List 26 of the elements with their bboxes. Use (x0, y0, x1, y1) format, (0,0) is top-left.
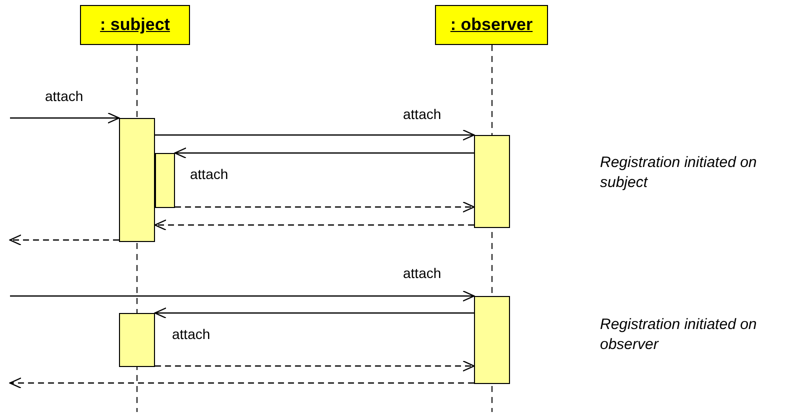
return-message-arrow (9, 234, 119, 246)
return-message-arrow (9, 377, 474, 389)
edge-label: attach (403, 106, 442, 122)
message-arrow (10, 290, 475, 302)
note-text: Registration initiated on subject (600, 153, 758, 193)
note-text: Registration initiated on observer (600, 315, 758, 355)
activation-bar (119, 313, 155, 367)
lifeline-header (435, 5, 548, 45)
message-arrow (155, 129, 475, 141)
message-arrow (174, 147, 474, 159)
object-name: : observer (450, 15, 533, 35)
edge-label: attach (45, 88, 84, 104)
activation-bar (474, 135, 510, 228)
message-arrow (10, 112, 120, 124)
activation-bar (155, 153, 175, 208)
return-message-arrow (155, 360, 475, 372)
return-message-arrow (154, 219, 474, 231)
return-message-arrow (175, 201, 475, 213)
lifeline-header (80, 5, 190, 45)
activation-bar (474, 296, 510, 384)
edge-label: attach (172, 326, 210, 342)
activation-bar (119, 118, 155, 242)
edge-label: attach (403, 265, 442, 281)
edge-label: attach (190, 166, 228, 182)
message-arrow (154, 307, 474, 319)
object-name: : subject (100, 15, 170, 35)
